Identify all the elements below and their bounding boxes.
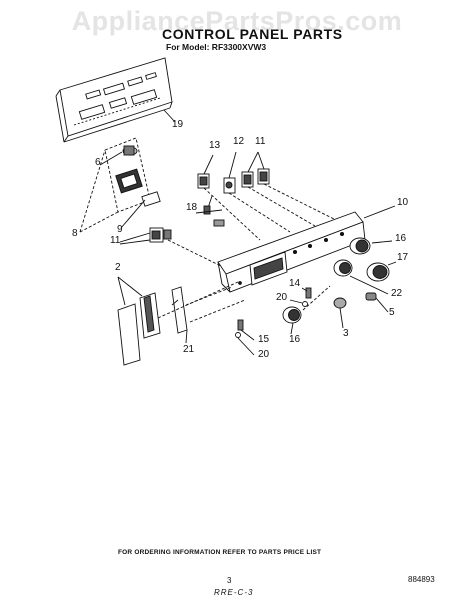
callout-c19: 19 [172, 119, 184, 130]
ordering-note: FOR ORDERING INFORMATION REFER TO PARTS … [118, 549, 322, 556]
callout-c15: 15 [258, 334, 270, 345]
callout-c16b: 16 [289, 334, 301, 345]
callout-c13: 13 [209, 140, 221, 151]
callout-c16a: 16 [395, 233, 407, 244]
callout-c6: 6 [95, 157, 101, 168]
revision-stamp: RRE-C-3 [214, 588, 254, 597]
knobs-group [282, 237, 397, 335]
callout-c11a: 11 [255, 136, 266, 147]
callout-c5: 5 [389, 307, 395, 318]
page-title: CONTROL PANEL PARTS [162, 26, 343, 42]
callout-c11b: 11 [110, 235, 121, 246]
callout-c2: 2 [115, 262, 121, 273]
parts-6-9-clock-group [79, 137, 161, 233]
callout-c18: 18 [186, 202, 198, 213]
parts-2-21-brackets [117, 276, 246, 366]
model-subtitle: For Model: RF3300XVW3 [166, 42, 267, 52]
callout-c3: 3 [343, 328, 349, 339]
part-19-rear-panel [55, 57, 176, 143]
watermark: AppliancePartsPros.com [71, 6, 403, 36]
callout-c14: 14 [289, 278, 301, 289]
part-10-control-panel [217, 205, 396, 293]
callout-c10: 10 [397, 197, 409, 208]
parts-11-12-13-switches [195, 151, 337, 241]
callout-c12: 12 [233, 136, 245, 147]
diagram-code: 884893 [408, 575, 435, 584]
page-number: 3 [227, 576, 232, 585]
part-11-lower-switch [119, 227, 226, 269]
fasteners-14-15-20 [235, 287, 312, 356]
callout-c22: 22 [391, 288, 403, 299]
callout-c17: 17 [397, 252, 409, 263]
callout-c9: 9 [117, 224, 123, 235]
callout-c21: 21 [183, 344, 195, 355]
callout-labels: 19 13 12 11 6 10 18 9 8 11 16 17 2 14 22 20 5 3 16 15 21 20 [72, 119, 409, 360]
callout-c20b: 20 [258, 349, 270, 360]
callout-c8: 8 [72, 228, 78, 239]
callout-c20a: 20 [276, 292, 288, 303]
